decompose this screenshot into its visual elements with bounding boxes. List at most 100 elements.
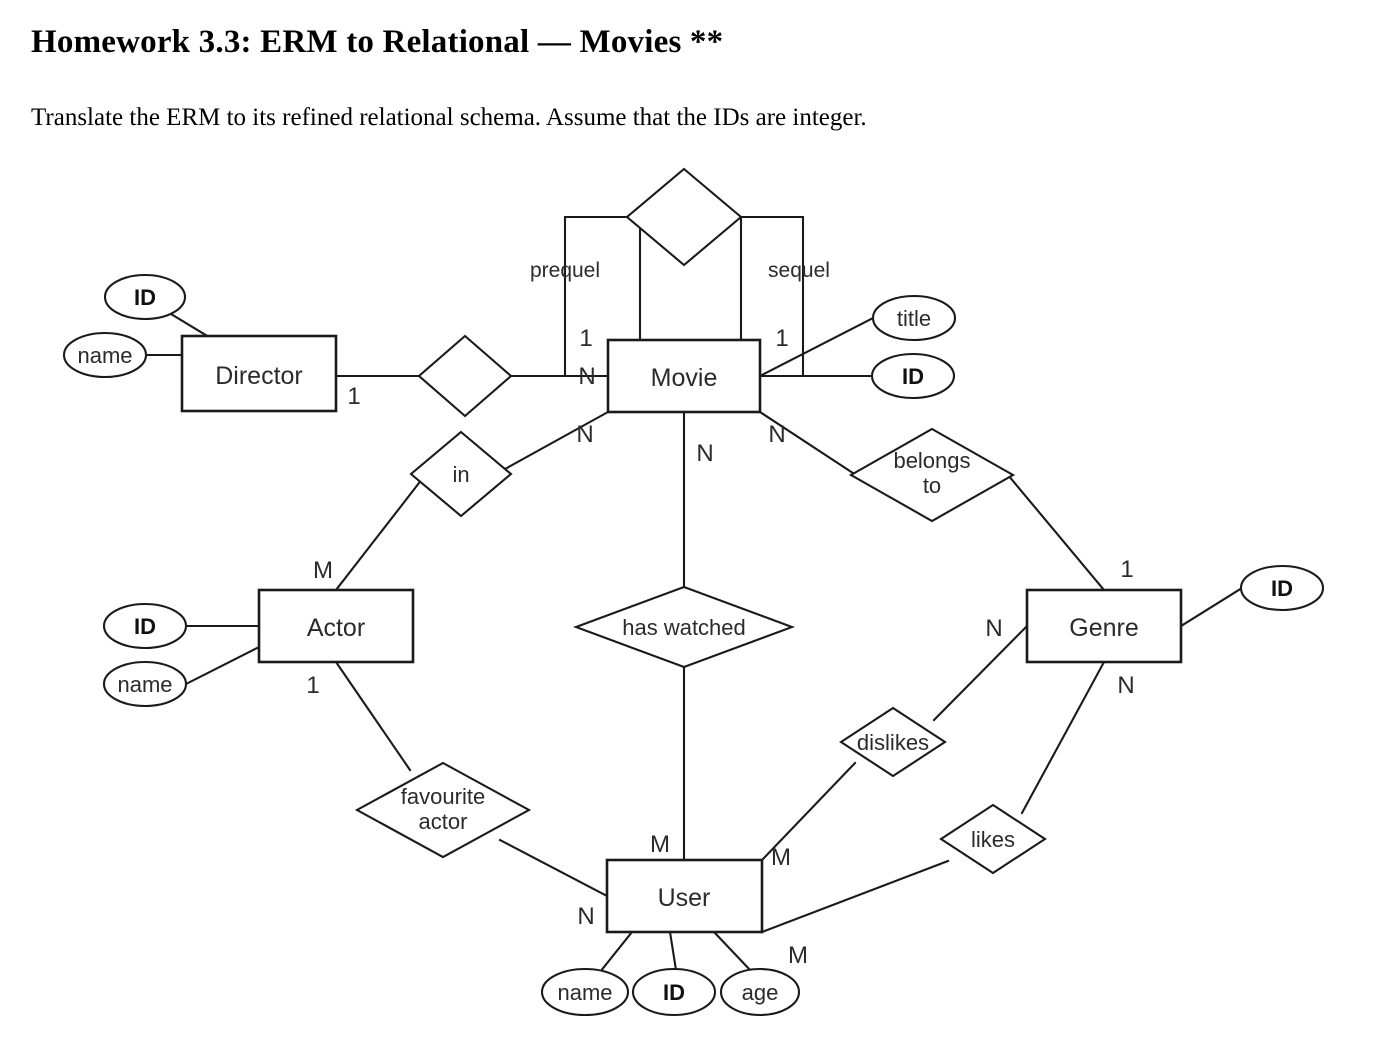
relationship-in[interactable]: in [409, 430, 513, 518]
attribute-movie-id[interactable]: ID [870, 352, 956, 400]
relationship-prequel-sequel[interactable] [625, 167, 743, 267]
attribute-director-name[interactable]: name [62, 331, 148, 379]
edge-movie-title [758, 316, 875, 378]
attribute-genre-id-label: ID [1271, 576, 1293, 601]
edge-prequel-route [563, 215, 629, 378]
attribute-actor-name-ellipse[interactable] [102, 660, 188, 708]
attribute-user-id-ellipse[interactable] [631, 967, 717, 1017]
cardinality-director-directs: 1 [347, 383, 360, 410]
attribute-movie-title-ellipse[interactable] [871, 294, 957, 342]
cardinality-movie-haswatched: N [696, 440, 713, 467]
entity-user-box[interactable] [605, 858, 764, 934]
self-relationship-route [563, 215, 805, 378]
cardinality-user-haswatched: M [650, 831, 670, 858]
edge-user-age [712, 930, 753, 973]
relationship-directs-diamond[interactable] [417, 334, 513, 418]
cardinality-movie-directs: N [578, 363, 595, 390]
attribute-actor-name[interactable]: name [102, 660, 188, 708]
edge-actor-to-fav [334, 660, 412, 772]
attribute-director-id[interactable]: ID [103, 273, 187, 321]
entity-actor-label: Actor [307, 614, 365, 642]
entity-actor-box[interactable] [257, 588, 415, 664]
relationship-favourite-actor-diamond[interactable] [354, 761, 532, 859]
entity-layer: Director Movie Actor Genre User [180, 334, 1183, 934]
attribute-director-id-ellipse[interactable] [103, 273, 187, 321]
entity-director-label: Director [215, 362, 303, 390]
edge-movie-to-in [494, 410, 610, 476]
entity-director-box[interactable] [180, 334, 338, 413]
cardinality-movie-in: N [576, 421, 593, 448]
cardinality-genre-dislikes: N [985, 615, 1002, 642]
page-title: Homework 3.3: ERM to Relational — Movies… [31, 24, 724, 60]
relationship-has-watched-diamond[interactable] [572, 585, 796, 669]
attribute-actor-id[interactable]: ID [102, 602, 188, 650]
attribute-movie-title[interactable]: title [871, 294, 957, 342]
attribute-layer: ID name title ID ID [62, 273, 1325, 1017]
attribute-genre-id-ellipse[interactable] [1239, 564, 1325, 612]
edge-likes-to-user [760, 859, 950, 934]
cardinality-user-likes: M [788, 942, 808, 969]
relationship-likes[interactable]: likes [939, 803, 1047, 875]
edge-director-id [169, 312, 211, 339]
entity-actor[interactable]: Actor [257, 588, 415, 664]
entity-movie-box[interactable] [606, 338, 762, 414]
attribute-user-age-label: age [742, 980, 779, 1005]
relationship-has-watched-label: has watched [622, 615, 746, 640]
attribute-director-name-ellipse[interactable] [62, 331, 148, 379]
cardinality-user-fav: N [577, 903, 594, 930]
relationship-in-label: in [452, 462, 469, 487]
attribute-user-name-ellipse[interactable] [540, 967, 630, 1017]
entity-genre-label: Genre [1069, 614, 1138, 642]
cardinality-genre-belongsto: 1 [1120, 556, 1133, 583]
attribute-actor-name-label: name [117, 672, 172, 697]
relationship-has-watched[interactable]: has watched [572, 585, 796, 669]
relationship-dislikes[interactable]: dislikes [839, 706, 947, 778]
attribute-movie-title-label: title [897, 306, 931, 331]
edge-genre-id [1179, 586, 1244, 628]
attribute-genre-id[interactable]: ID [1239, 564, 1325, 612]
attribute-actor-id-ellipse[interactable] [102, 602, 188, 650]
cardinality-movie-sequel: 1 [775, 325, 788, 352]
relationship-dislikes-diamond[interactable] [839, 706, 947, 778]
edge-in-to-actor [334, 472, 428, 592]
edge-movie-to-belongsto [758, 410, 858, 477]
attribute-movie-id-ellipse[interactable] [870, 352, 956, 400]
entity-movie[interactable]: Movie [606, 338, 762, 414]
role-label-layer: prequel sequel [530, 259, 830, 282]
attribute-user-id[interactable]: ID [631, 967, 717, 1017]
attribute-user-age-ellipse[interactable] [719, 967, 801, 1017]
relationship-directs[interactable] [417, 334, 513, 418]
er-diagram-canvas: Director Movie Actor Genre User [0, 150, 1388, 1044]
cardinality-layer: 1 N 1 1 N N N M 1 1 N N M M N M [306, 325, 1134, 969]
edge-genre-to-dislikes [932, 624, 1029, 722]
relationship-in-diamond[interactable] [409, 430, 513, 518]
attribute-user-name[interactable]: name [540, 967, 630, 1017]
entity-user[interactable]: User [605, 858, 764, 934]
entity-user-label: User [658, 884, 711, 912]
edge-fav-to-user [498, 838, 609, 898]
entity-genre-box[interactable] [1025, 588, 1183, 664]
page-subtitle: Translate the ERM to its refined relatio… [31, 104, 867, 131]
edge-actor-name [184, 645, 261, 686]
entity-genre[interactable]: Genre [1025, 588, 1183, 664]
entity-director[interactable]: Director [180, 334, 338, 413]
attribute-director-name-label: name [77, 343, 132, 368]
relationship-likes-diamond[interactable] [939, 803, 1047, 875]
cardinality-actor-fav: 1 [306, 672, 319, 699]
attribute-actor-id-label: ID [134, 614, 156, 639]
cardinality-actor-in: M [313, 557, 333, 584]
relationship-belongs-to-diamond[interactable] [848, 427, 1016, 523]
relationship-likes-label: likes [971, 827, 1015, 852]
edge-movie-prequel [625, 215, 642, 342]
cardinality-genre-likes: N [1117, 672, 1134, 699]
relationship-prequel-sequel-diamond[interactable] [625, 167, 743, 267]
role-label-sequel: sequel [768, 259, 830, 282]
attribute-director-id-label: ID [134, 285, 156, 310]
attribute-user-age[interactable]: age [719, 967, 801, 1017]
